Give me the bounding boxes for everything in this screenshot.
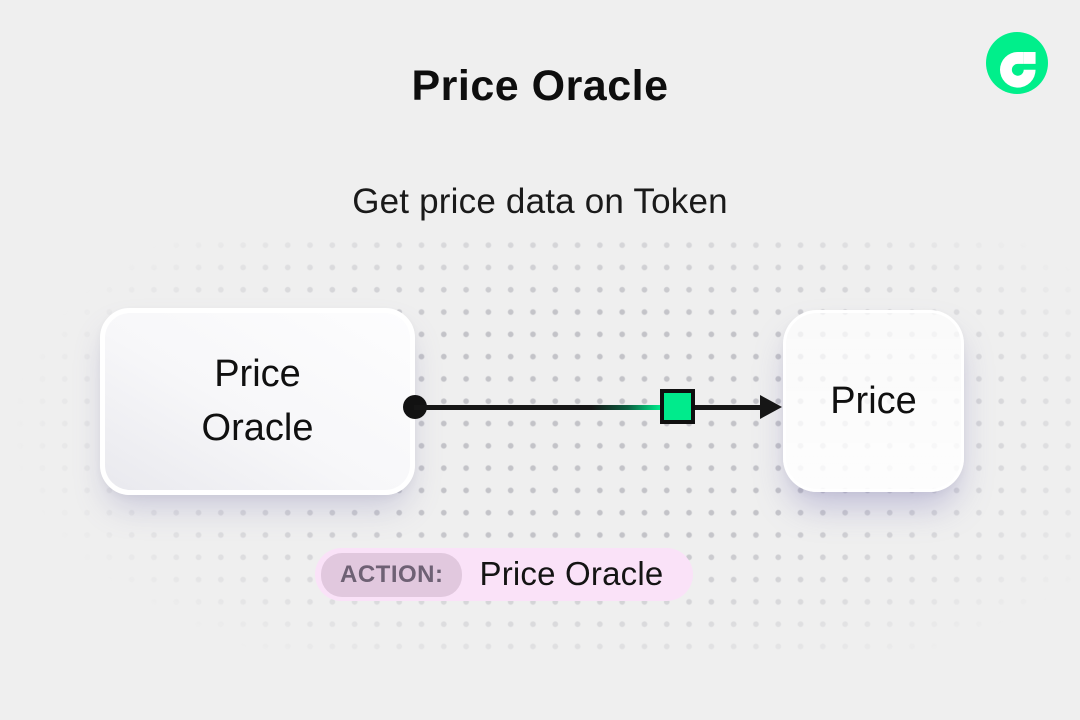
flow-logo-icon — [986, 32, 1048, 94]
node-price-oracle-label: Price Oracle — [201, 353, 314, 449]
edge-midpoint-square — [660, 389, 695, 424]
edge-line-green-gradient — [588, 405, 660, 410]
node-price: Price — [783, 310, 964, 492]
edge-arrowhead-icon — [760, 395, 782, 419]
action-badge: ACTION: — [321, 552, 463, 597]
page-title: Price Oracle — [411, 62, 669, 110]
action-bar: ACTION: Price Oracle — [315, 548, 694, 601]
node-price-label: Price — [830, 379, 917, 422]
action-label: Price Oracle — [479, 554, 664, 592]
node-price-oracle: Price Oracle — [100, 308, 415, 495]
page-subtitle: Get price data on Token — [352, 182, 728, 221]
